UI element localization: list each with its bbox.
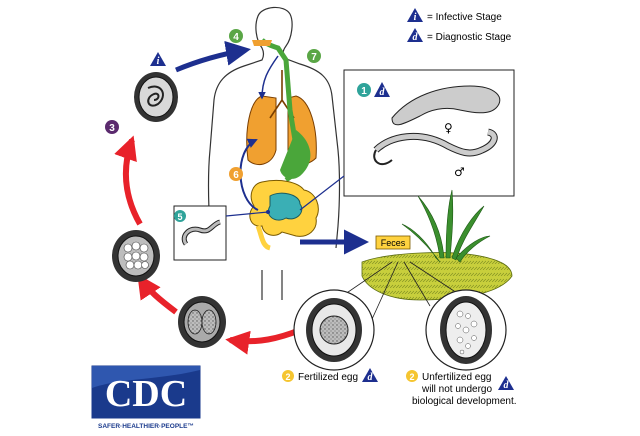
step-6: 6 <box>229 167 243 181</box>
callout-line-larva <box>225 211 269 217</box>
egg-multicell <box>112 230 160 282</box>
step-7: 7 <box>307 49 321 63</box>
diagnostic-marker-icon <box>407 28 423 42</box>
embryonation-arrow-1 <box>225 327 302 355</box>
svg-text:1: 1 <box>361 86 367 97</box>
svg-text:2: 2 <box>409 372 414 382</box>
svg-text:3: 3 <box>109 123 115 134</box>
embryonation-arrow-3 <box>114 135 143 226</box>
fertilized-egg-caption: 2 Fertilized egg d <box>282 368 378 383</box>
svg-text:6: 6 <box>233 170 239 181</box>
legend-diagnostic-text: = Diagnostic Stage <box>427 32 512 43</box>
fertilized-egg-magnified <box>293 289 375 371</box>
svg-text:2: 2 <box>285 372 290 382</box>
esophagus <box>252 38 311 183</box>
unfertilized-egg-magnified <box>425 289 507 371</box>
svg-text:d: d <box>380 87 386 98</box>
svg-text:d: d <box>504 380 510 391</box>
cdc-logo-text: CDC <box>105 373 187 415</box>
cdc-logo: CDC SAFER·HEALTHIER·PEOPLE™ <box>91 365 201 430</box>
svg-text:i: i <box>157 56 160 67</box>
feces-label: Feces <box>381 238 406 248</box>
legend: i = Infective Stage d = Diagnostic Stage <box>407 8 512 43</box>
embryonation-arrow-2 <box>137 274 178 315</box>
legend-infective-marker: i <box>414 12 417 23</box>
svg-text:4: 4 <box>233 32 239 43</box>
male-symbol: ♂ <box>454 165 465 179</box>
embryonated-egg-larva <box>134 72 178 122</box>
callout-line-worms <box>299 175 345 211</box>
svg-text:will not undergo: will not undergo <box>421 384 492 395</box>
svg-text:Unfertilized egg: Unfertilized egg <box>422 372 491 383</box>
step-5: 5 <box>174 210 186 222</box>
svg-text:d: d <box>368 372 374 383</box>
svg-text:biological development.: biological development. <box>412 396 517 407</box>
legend-diagnostic-marker: d <box>413 32 419 43</box>
infective-marker-icon <box>407 8 423 22</box>
unfertilized-egg-caption: 2 Unfertilized egg will not undergo biol… <box>406 370 517 407</box>
step-3: 3 <box>105 120 119 134</box>
ingestion-arrow <box>175 40 251 73</box>
soil <box>361 252 513 301</box>
infective-stage-marker: i <box>150 52 166 67</box>
migration-arrow-2 <box>258 55 279 100</box>
intestines <box>249 179 319 251</box>
step-1: 1 <box>357 83 371 97</box>
feces-box <box>375 235 411 250</box>
svg-text:5: 5 <box>177 212 182 222</box>
legend-infective-text: = Infective Stage <box>427 12 502 23</box>
svg-text:Fertilized egg: Fertilized egg <box>298 372 358 383</box>
cdc-tagline: SAFER·HEALTHIER·PEOPLE™ <box>98 423 194 430</box>
female-symbol: ♀ <box>444 121 453 135</box>
adult-worms-box <box>343 69 515 197</box>
grass-plant <box>401 189 491 263</box>
step-1-diagnostic-marker: d <box>374 82 390 98</box>
svg-text:7: 7 <box>311 52 317 63</box>
step-4: 4 <box>229 29 243 43</box>
egg-two-cell <box>178 296 226 348</box>
